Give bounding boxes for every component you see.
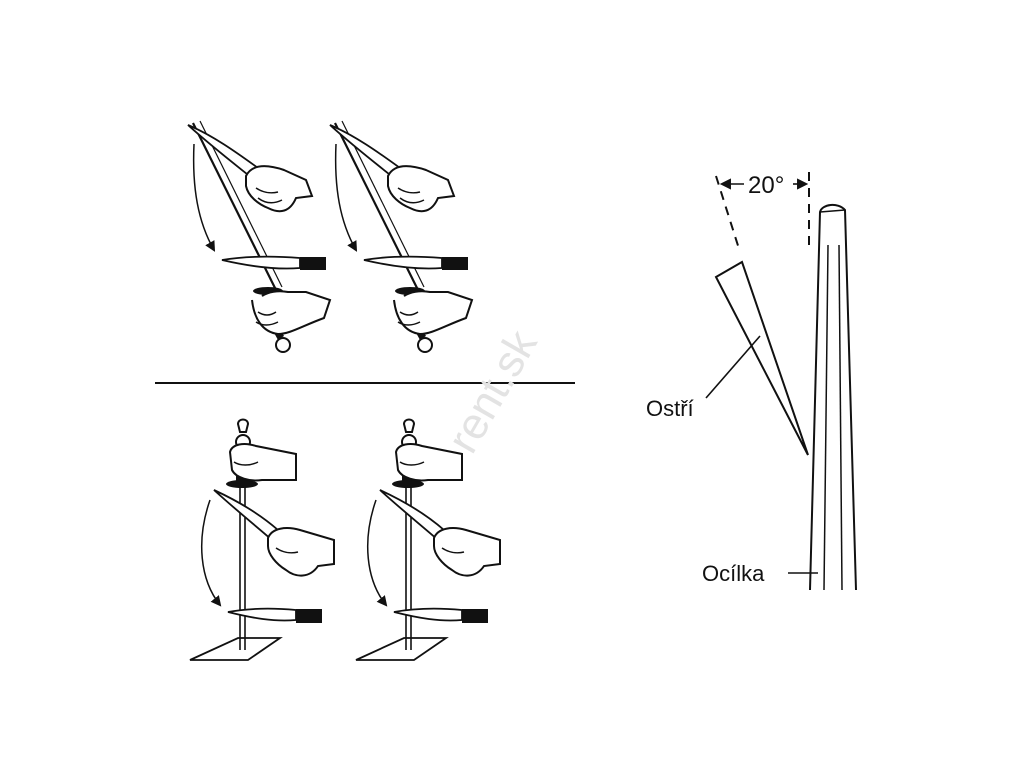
technique-bottom-left: [190, 420, 334, 661]
watermark: rent.sk: [438, 321, 547, 461]
technique-top-left: [188, 121, 330, 352]
blade-edge: [714, 260, 809, 456]
steel-rod: [809, 204, 857, 591]
blade-label: Ostří: [646, 396, 694, 421]
blade-leader-line: [705, 335, 761, 399]
technique-top-right: [330, 121, 472, 352]
angle-label: 20°: [748, 172, 784, 199]
steel-label: Ocílka: [702, 561, 765, 586]
angle-reference-lines: [715, 172, 810, 253]
